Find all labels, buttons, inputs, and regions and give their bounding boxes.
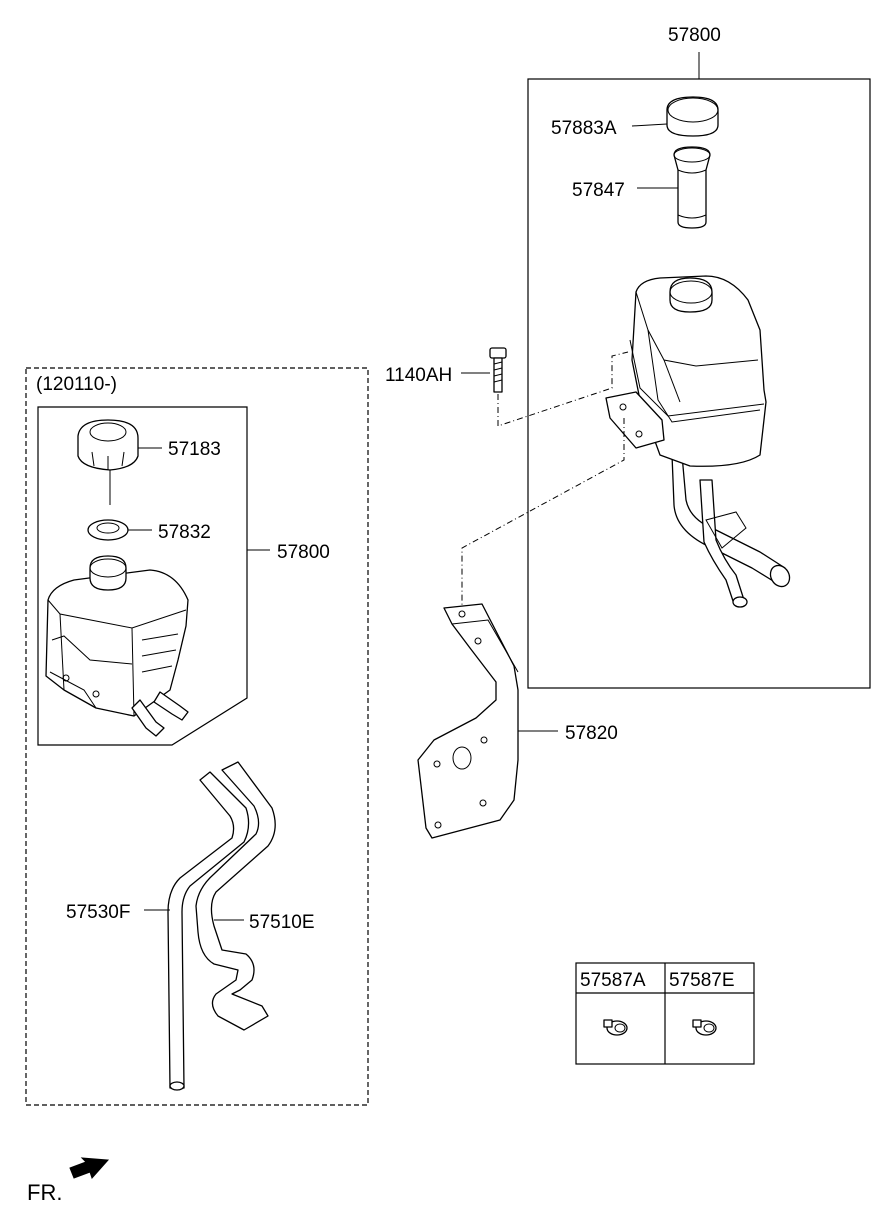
variant-box-left: (120110-) [25, 367, 369, 1106]
label-cap-left: 57183 [168, 439, 221, 460]
clamp-a-icon [603, 1019, 628, 1036]
reservoir-cap-top: 57883A [551, 96, 719, 139]
reservoir-tank-right [605, 275, 791, 608]
assembly-box-right: 57800 [527, 25, 871, 689]
arrow-front-icon [69, 1157, 110, 1179]
strainer: 57847 [572, 146, 711, 229]
label-bracket: 57820 [565, 723, 618, 744]
label-cap-top: 57883A [551, 118, 617, 139]
install-lines [461, 351, 629, 610]
hose-return: 57530F [66, 771, 250, 1091]
label-hose-return: 57530F [66, 902, 130, 923]
clamp-e-icon [692, 1019, 717, 1036]
front-indicator: FR. [27, 1157, 110, 1205]
label-hose-suction: 57510E [249, 912, 315, 933]
seal-ring: 57832 [87, 519, 211, 543]
reservoir-cap-left: 57183 [77, 419, 221, 505]
label-seal-left: 57832 [158, 522, 211, 543]
hose-suction: 57510E [195, 761, 315, 1031]
label-clamp-e: 57587E [669, 970, 735, 991]
bolt: 1140AH [385, 347, 507, 393]
bracket-plate: 57820 [417, 603, 618, 839]
clamp-table: 57587A 57587E [575, 962, 755, 1065]
label-strainer: 57847 [572, 180, 625, 201]
label-front: FR. [27, 1180, 62, 1205]
label-assy-top: 57800 [668, 25, 721, 46]
reservoir-tank-left [45, 555, 189, 737]
assembly-box-left: 57800 [37, 406, 330, 746]
label-assy-left: 57800 [277, 542, 330, 563]
label-clamp-a: 57587A [580, 970, 646, 991]
label-variant-note: (120110-) [36, 374, 117, 395]
label-bolt: 1140AH [385, 365, 452, 386]
